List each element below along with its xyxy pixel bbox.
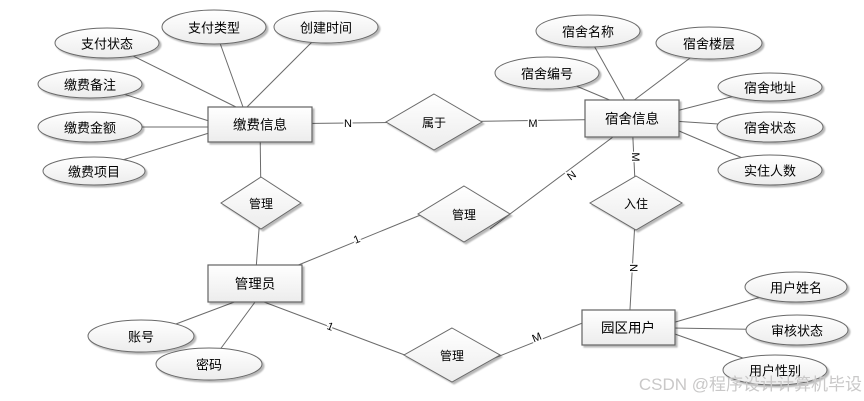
attribute-pay-status: 支付状态	[54, 27, 160, 59]
entity-dorm-info-label: 宿舍信息	[605, 111, 659, 127]
attribute-password: 密码	[155, 347, 263, 381]
attribute-occupant-count-ellipse	[717, 154, 823, 186]
attribute-dorm-name: 宿舍名称	[535, 14, 641, 48]
attribute-password-label: 密码	[196, 358, 222, 373]
attribute-dorm-name-label: 宿舍名称	[562, 25, 614, 40]
attribute-account-ellipse	[87, 319, 195, 353]
watermark: CSDN @程序设计计算机毕设	[639, 375, 862, 394]
attribute-dorm-address-ellipse	[717, 72, 823, 102]
attribute-dorm-address: 宿舍地址	[717, 72, 823, 102]
attribute-user-name: 用户姓名	[744, 271, 848, 303]
attribute-user-gender-ellipse	[722, 354, 828, 386]
cardinality-payment-belongs-n: N	[344, 118, 352, 130]
attribute-create-time-label: 创建时间	[300, 21, 352, 36]
relationship-manage-payment-diamond	[220, 176, 302, 230]
attribute-pay-remark-ellipse	[37, 69, 143, 99]
connector-create-time	[246, 31, 323, 108]
entity-dorm-info: 宿舍信息	[584, 99, 680, 138]
attribute-create-time-ellipse	[273, 10, 379, 44]
attribute-dorm-name-ellipse	[535, 14, 641, 48]
attribute-pay-remark: 缴费备注	[37, 69, 143, 99]
attribute-audit-status-ellipse	[745, 314, 849, 346]
attribute-pay-remark-label: 缴费备注	[64, 78, 116, 93]
relationship-manage-payment: 管理	[220, 176, 302, 230]
relationship-check-in: 入住	[589, 175, 683, 231]
attribute-pay-status-label: 支付状态	[81, 37, 133, 52]
attribute-pay-type-ellipse	[161, 9, 267, 45]
attribute-audit-status: 审核状态	[745, 314, 849, 346]
attribute-create-time: 创建时间	[273, 10, 379, 44]
entity-park-user-label: 园区用户	[601, 320, 655, 336]
attribute-dorm-status-ellipse	[716, 111, 824, 143]
connector-admin-manageuser	[263, 301, 411, 358]
attribute-dorm-floor-ellipse	[655, 26, 763, 60]
relationship-manage-user-diamond	[402, 327, 502, 383]
attribute-dorm-no-label: 宿舍编号	[521, 67, 573, 82]
attribute-pay-amount: 缴费金额	[37, 111, 143, 143]
relationship-belongs-to-label: 属于	[422, 116, 446, 130]
entity-park-user: 园区用户	[581, 309, 676, 346]
entity-admin: 管理员	[207, 264, 303, 303]
entity-admin-label: 管理员	[235, 277, 276, 292]
attribute-pay-amount-ellipse	[37, 111, 143, 143]
attribute-pay-type-label: 支付类型	[188, 21, 240, 36]
entity-payment-info-label: 缴费信息	[233, 117, 287, 133]
attribute-dorm-status: 宿舍状态	[716, 111, 824, 143]
attribute-occupant-count: 实住人数	[717, 154, 823, 186]
attribute-pay-type: 支付类型	[161, 9, 267, 45]
attribute-user-gender-label: 用户性别	[749, 364, 801, 379]
attribute-password-ellipse	[155, 347, 263, 381]
relationship-manage-user: 管理	[402, 327, 502, 383]
entity-dorm-info-box	[584, 99, 680, 138]
connector-pay-type	[215, 31, 244, 108]
relationship-manage-payment-label: 管理	[249, 196, 273, 211]
attribute-occupant-count-label: 实住人数	[744, 164, 796, 179]
entity-admin-box	[207, 264, 303, 303]
entity-payment-info-box	[207, 106, 313, 143]
attribute-pay-status-ellipse	[54, 27, 160, 59]
relationship-check-in-diamond	[589, 175, 683, 231]
attribute-dorm-status-label: 宿舍状态	[744, 121, 796, 136]
attribute-account-label: 账号	[128, 330, 154, 345]
attribute-dorm-floor: 宿舍楼层	[655, 26, 763, 60]
connector-dorm-managedorm	[489, 121, 634, 230]
cardinality-dorm-manage-n: N	[565, 169, 579, 183]
relationship-check-in-label: 入住	[624, 197, 648, 211]
attribute-pay-item-ellipse	[42, 156, 146, 186]
entity-park-user-box	[581, 309, 676, 346]
attribute-dorm-no-ellipse	[494, 56, 600, 90]
relationship-belongs-to-diamond	[385, 93, 483, 151]
relationship-manage-dorm: 管理	[417, 185, 511, 243]
attribute-pay-amount-label: 缴费金额	[64, 121, 116, 136]
attribute-user-name-label: 用户姓名	[770, 281, 822, 296]
relationship-belongs-to: 属于	[385, 93, 483, 151]
relationship-manage-dorm-label: 管理	[452, 207, 476, 222]
cardinality-dorm-checkin-m: M	[629, 152, 641, 161]
attribute-dorm-no: 宿舍编号	[494, 56, 600, 90]
attribute-audit-status-label: 审核状态	[771, 324, 823, 339]
attribute-pay-item: 缴费项目	[42, 156, 146, 186]
attribute-account: 账号	[87, 319, 195, 353]
connector-managedorm-admin	[295, 206, 441, 267]
cardinality-checkin-user-n: N	[627, 264, 639, 272]
connector-password	[215, 297, 259, 356]
attribute-dorm-floor-label: 宿舍楼层	[683, 37, 735, 52]
relationship-manage-dorm-diamond	[417, 185, 511, 243]
connector-manageuser-user	[491, 317, 596, 360]
attribute-pay-item-label: 缴费项目	[68, 165, 120, 180]
cardinality-admin-manageuser-1: 1	[325, 320, 335, 333]
attribute-dorm-address-label: 宿舍地址	[744, 81, 796, 96]
cardinality-belongs-dorm-m: M	[528, 118, 537, 130]
entity-payment-info: 缴费信息	[207, 106, 313, 143]
attribute-user-name-ellipse	[744, 271, 848, 303]
relationship-manage-user-label: 管理	[440, 348, 464, 363]
attribute-user-gender: 用户性别	[722, 354, 828, 386]
